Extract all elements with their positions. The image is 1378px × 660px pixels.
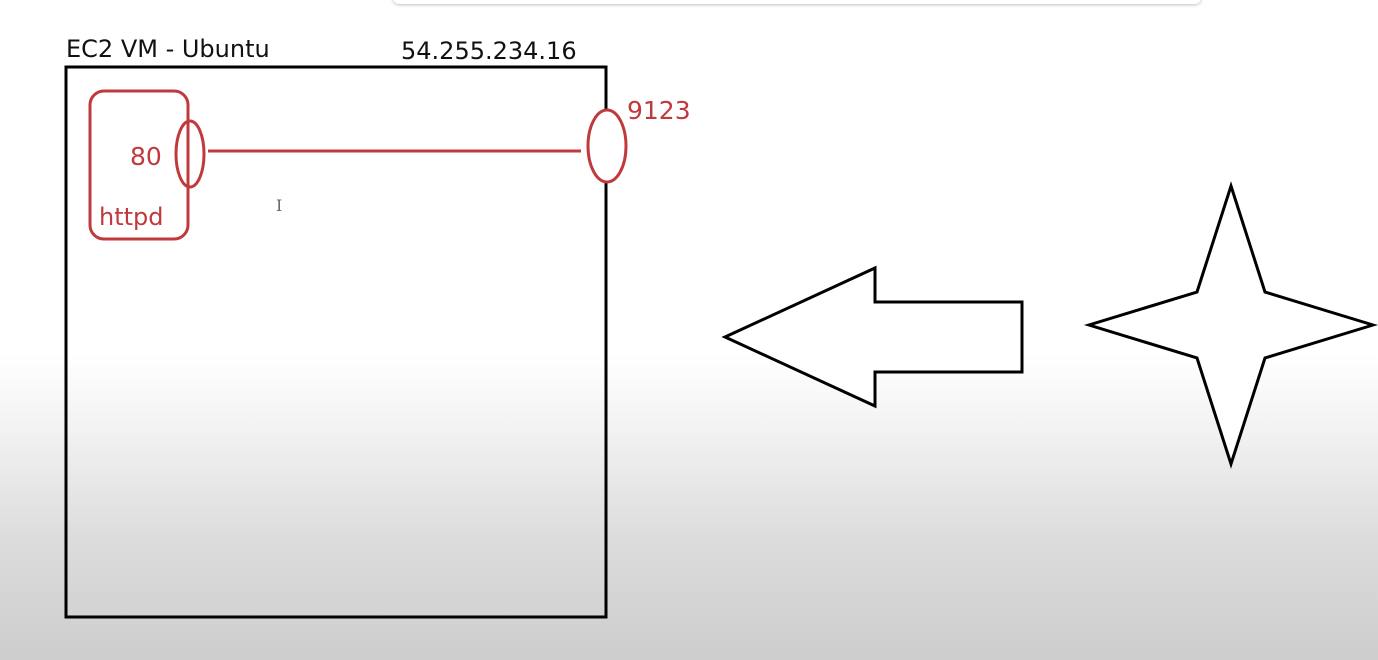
- top-bar: [393, 0, 1201, 4]
- container-port-ellipse: [174, 119, 206, 189]
- container-port-label: 80: [130, 142, 162, 171]
- left-arrow-icon: [721, 265, 1024, 409]
- host-port-ellipse: [586, 108, 628, 184]
- vm-title: EC2 VM - Ubuntu: [66, 35, 270, 63]
- container-box: [88, 89, 190, 241]
- four-point-star-icon: [1083, 181, 1378, 469]
- vm-box: [64, 65, 608, 619]
- host-port-label: 9123: [627, 96, 691, 125]
- text-cursor-icon: I: [276, 196, 283, 215]
- service-label: httpd: [99, 203, 164, 231]
- vm-ip-address: 54.255.234.16: [401, 37, 577, 65]
